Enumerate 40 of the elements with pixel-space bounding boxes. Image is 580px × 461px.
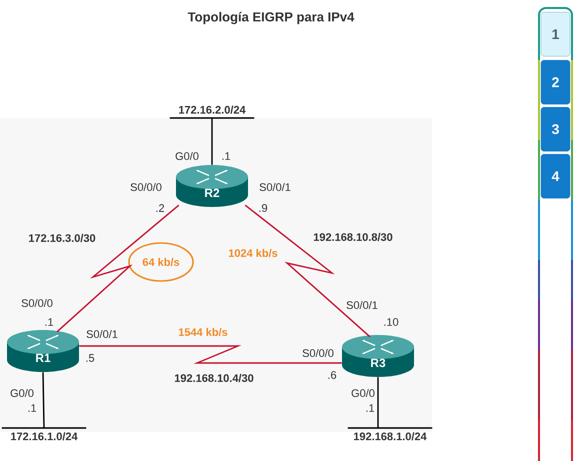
interface-label: G0/0 [352,388,374,398]
interface-label: .10 [384,318,398,326]
interface-label: .1 [366,404,374,412]
interface-label: G0/0 [176,152,198,160]
interface-label: G0/0 [10,388,34,398]
router: R3 [342,335,414,377]
network-segment: 172.16.1.0/24 [2,427,86,440]
interface-label: S0/0/1 [260,182,290,192]
router: R2 [176,165,248,207]
network-segment: 172.16.2.0/24 [170,106,254,119]
bandwidth-label: 1544 kb/s [178,328,228,336]
link [211,118,213,165]
router: R1 [7,330,79,372]
link [377,377,379,428]
interface-label: .1 [28,404,36,412]
tab-button: 4 [540,154,570,198]
edge-label: 192.168.10.8/30 [312,232,394,242]
interface-label: S0/0/0 [22,298,52,308]
tab-button: 3 [540,107,570,152]
interface-label: .1 [222,152,230,160]
interface-label: S0/0/0 [302,348,334,358]
link [42,372,45,428]
network-segment: 192.168.1.0/24 [348,427,432,440]
interface-label: .1 [45,318,54,326]
edge-label: 192.168.10.4/30 [173,372,255,384]
tab-button: 1 [540,12,570,56]
bandwidth-label: 1024 kb/s [228,248,278,258]
link [244,204,370,338]
title: Topología EIGRP para IPv4 [188,12,354,24]
interface-label: .2 [156,204,164,212]
interface-label: .6 [328,371,336,379]
link [79,345,342,364]
interface-label: S0/0/1 [346,300,378,310]
interface-label: S0/0/1 [86,330,118,338]
tab-button: 2 [540,60,570,104]
interface-label: .5 [86,354,94,362]
tab-bar [538,7,573,461]
interface-label: .9 [259,204,268,212]
interface-label: S0/0/0 [130,182,162,192]
link [56,204,180,332]
